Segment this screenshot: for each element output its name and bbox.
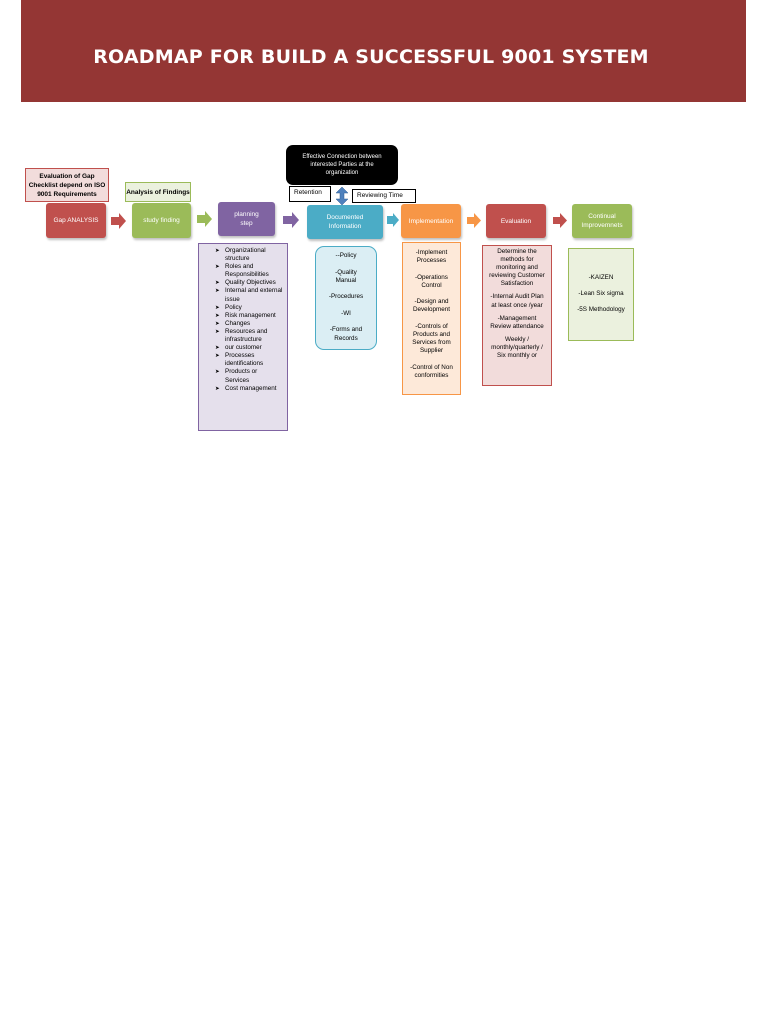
arrow-right-icon <box>387 213 399 227</box>
findings-analysis-note: Analysis of Findings <box>125 182 191 202</box>
list-item: -Control of Non conformities <box>410 363 453 380</box>
list-item: our customer <box>203 344 283 352</box>
arrow-right-icon <box>111 213 126 229</box>
step-gap-analysis: Gap ANALYSIS <box>46 203 106 238</box>
double-arrow-icon <box>336 187 348 205</box>
step-implementation: Implementation <box>401 204 461 238</box>
list-item: -Design and Development <box>412 298 451 314</box>
effective-connection-callout: Effective Connection between interested … <box>286 145 398 185</box>
list-item: -WI <box>341 309 351 317</box>
retention-label: Retention <box>289 186 331 202</box>
implementation-items-box: -Implement Processes -Operations Control… <box>402 242 461 395</box>
arrow-right-icon <box>553 213 567 228</box>
step-documented-information: Documented Information <box>307 205 383 239</box>
list-item: Policy <box>203 304 283 312</box>
step-study-finding: study finding <box>132 203 191 238</box>
list-item: Quality Objectives <box>203 279 283 287</box>
reviewing-time-label: Reviewing Time <box>352 189 416 203</box>
arrow-right-icon <box>197 211 212 227</box>
evaluation-items-box: Determine the methods for monitoring and… <box>482 245 552 386</box>
list-item: -5S Methodology <box>577 306 625 314</box>
documented-items-box: --Policy -Quality Manual -Procedures -WI… <box>315 246 377 350</box>
arrow-right-icon <box>467 213 481 228</box>
list-item: -Controls of Products and Services from … <box>412 323 451 355</box>
arrow-right-icon <box>283 212 299 228</box>
list-item: -Internal Audit Plan at least once /year <box>490 293 544 309</box>
list-item: Determine the methods for monitoring and… <box>489 248 545 288</box>
list-item: -Procedures <box>328 293 364 301</box>
list-item: -Implement Processes <box>415 249 448 265</box>
list-item: Processes identifications <box>203 352 283 368</box>
step-planning: planning step <box>218 202 275 236</box>
list-item: Roles and Responsibilities <box>203 263 283 279</box>
list-item: Products or Services <box>203 368 283 384</box>
page-title: ROADMAP FOR BUILD A SUCCESSFUL 9001 SYST… <box>93 46 649 68</box>
list-item: -Management Review attendance <box>490 314 544 330</box>
list-item: Cost management <box>203 385 283 393</box>
list-item: Internal and external issue <box>203 287 283 303</box>
improvement-items-box: -KAIZEN -Lean Six sigma -5S Methodology <box>568 248 634 341</box>
list-item: Resources and infrastructure <box>203 328 283 344</box>
list-item: Changes <box>203 320 283 328</box>
title-banner <box>21 0 746 102</box>
gap-evaluation-note: Evaluation of Gap Checklist depend on IS… <box>25 168 109 202</box>
step-continual-improvement: Continual Improvemnets <box>572 204 632 238</box>
list-item: -Quality Manual <box>335 268 357 284</box>
list-item: Organizational structure <box>203 247 283 263</box>
list-item: -Operations Control <box>415 273 448 289</box>
step-evaluation: Evaluation <box>486 204 546 238</box>
list-item: -Lean Six sigma <box>578 290 624 298</box>
planning-items-box: Organizational structure Roles and Respo… <box>198 243 288 431</box>
list-item: Risk management <box>203 312 283 320</box>
list-item: Weekly / monthly/quarterly / Six monthly… <box>491 335 543 360</box>
list-item: -Forms and Records <box>329 326 363 342</box>
list-item: --Policy <box>335 252 357 259</box>
list-item: -KAIZEN <box>588 274 614 281</box>
